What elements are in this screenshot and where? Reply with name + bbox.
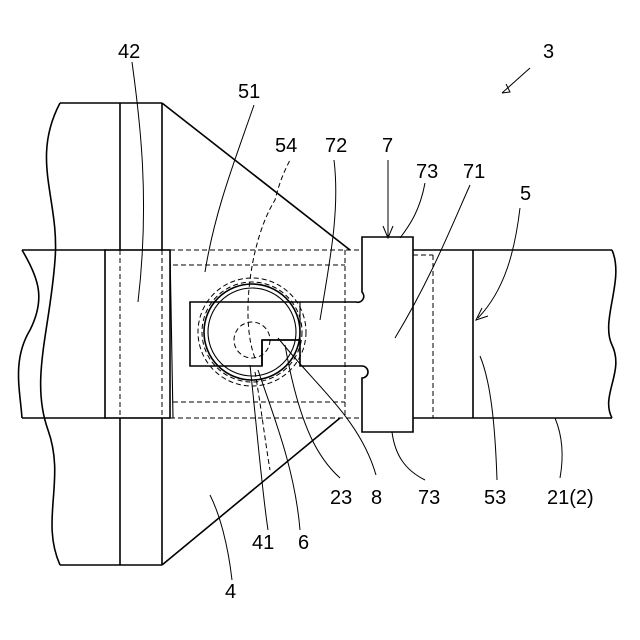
label-5: 5 xyxy=(520,183,531,205)
label-51: 51 xyxy=(238,81,260,103)
label-72: 72 xyxy=(325,135,347,157)
rail-21 xyxy=(19,250,616,418)
label-42: 42 xyxy=(118,41,140,63)
label-73-bottom: 73 xyxy=(418,487,440,509)
frame-member-4 xyxy=(41,103,350,565)
hidden-lines xyxy=(22,160,433,470)
label-41: 41 xyxy=(252,532,274,554)
label-4: 4 xyxy=(225,581,236,603)
label-73-top: 73 xyxy=(416,161,438,183)
label-6: 6 xyxy=(298,532,309,554)
label-71: 71 xyxy=(463,161,485,183)
label-3: 3 xyxy=(543,41,554,63)
label-8: 8 xyxy=(371,487,382,509)
block-42 xyxy=(105,250,173,418)
label-54: 54 xyxy=(275,135,297,157)
label-21-2: 21(2) xyxy=(547,487,594,509)
label-23: 23 xyxy=(330,487,352,509)
label-7: 7 xyxy=(382,135,393,157)
member-53 xyxy=(413,250,475,418)
label-53: 53 xyxy=(484,487,506,509)
